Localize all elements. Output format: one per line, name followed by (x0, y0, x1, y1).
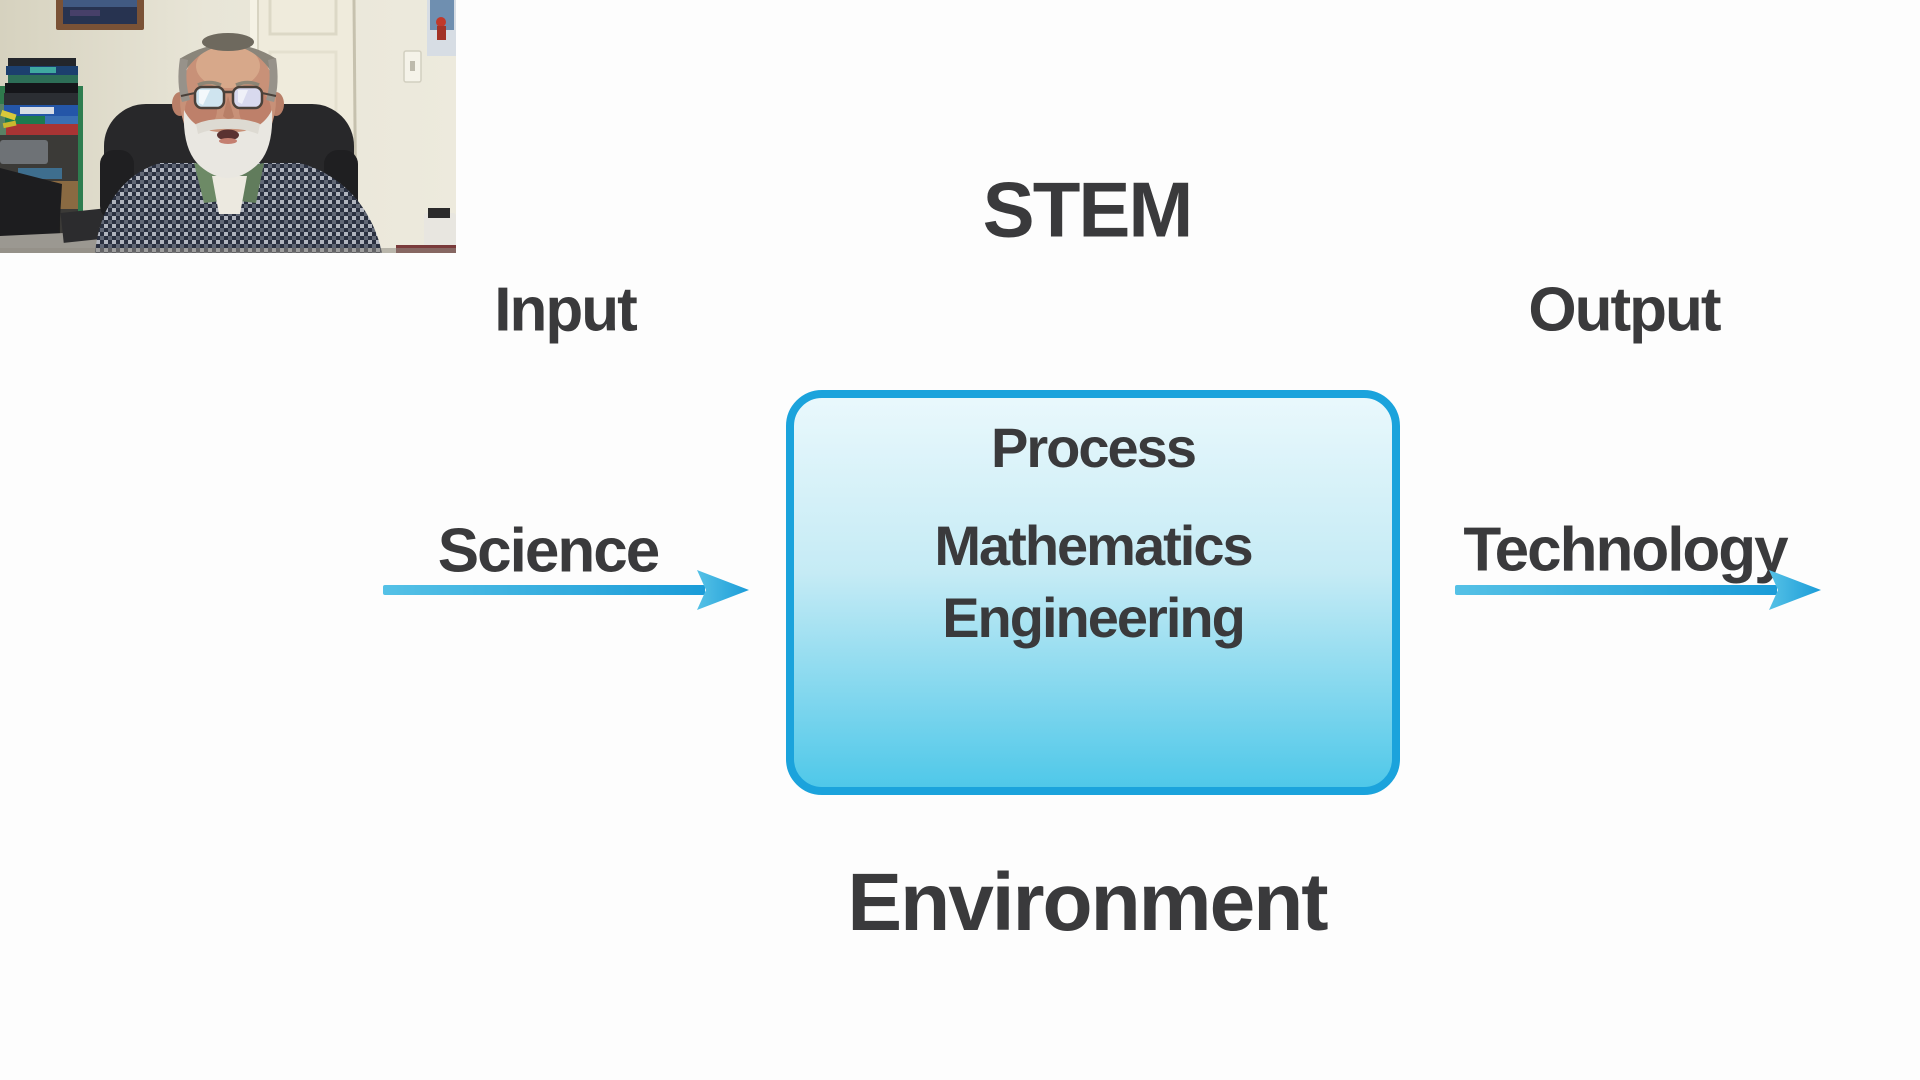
process-title: Process (991, 416, 1197, 479)
input-arrow-icon (383, 570, 749, 610)
technology-label: Technology (1463, 515, 1788, 585)
environment-label: Environment (847, 857, 1328, 948)
tshirt (212, 176, 247, 214)
light-switch-icon (403, 50, 422, 83)
output-arrow-icon (1455, 570, 1821, 610)
science-label: Science (437, 516, 660, 586)
process-item-mathematics: Mathematics (934, 514, 1253, 577)
stem-title: STEM (982, 165, 1194, 254)
process-box: Process Mathematics Engineering (786, 390, 1400, 795)
picture-frame-icon (56, 0, 144, 30)
input-label: Input (494, 275, 637, 345)
output-label: Output (1528, 275, 1721, 345)
presenter-webcam (0, 0, 456, 253)
poster-icon (427, 0, 456, 56)
presenter (95, 33, 382, 253)
beard (183, 110, 273, 178)
webcam-scene (0, 0, 456, 253)
presenter-face (178, 33, 278, 178)
yellow-tool-icon (0, 109, 17, 129)
mouth (217, 129, 239, 141)
process-item-engineering: Engineering (942, 586, 1246, 649)
glasses-icon (180, 85, 277, 110)
desk-edge (0, 248, 456, 253)
